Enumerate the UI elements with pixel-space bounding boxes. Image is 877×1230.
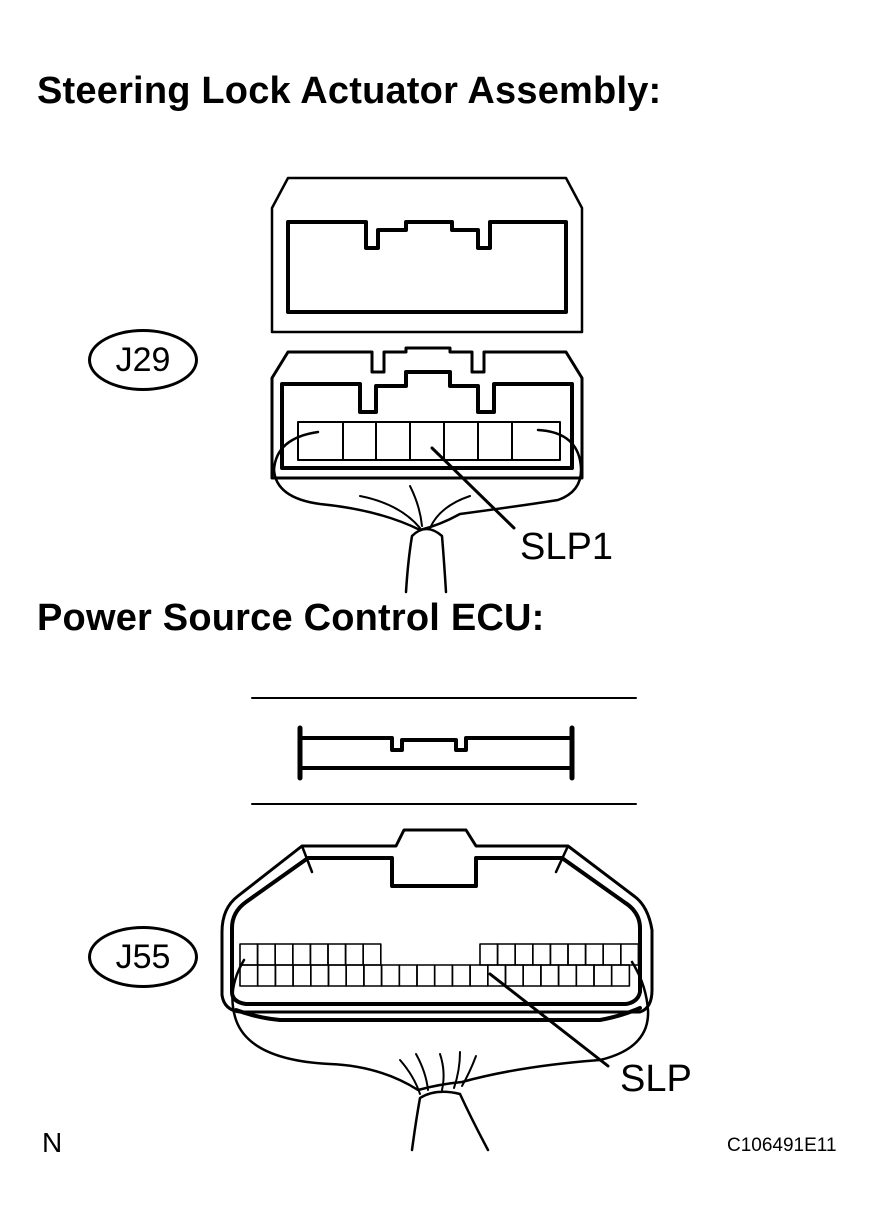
j29-mating-connector: [270, 176, 584, 334]
j55-pin-cell: [575, 964, 595, 987]
j55-pin-cell: [593, 964, 613, 987]
j55-pin-cell: [522, 964, 542, 987]
j55-pin-cell: [309, 964, 330, 987]
j55-harness: [231, 958, 650, 1152]
j55-pin-cell: [504, 964, 525, 987]
j55-pin-cell: [344, 943, 365, 966]
j55-pin-cell: [380, 964, 401, 987]
j55-pin-cell: [602, 943, 622, 966]
j55-pin-cell: [531, 943, 552, 966]
j55-pin-cell: [292, 964, 312, 987]
j55-pin-cell: [540, 964, 560, 987]
j55-pin-cell: [584, 943, 604, 966]
j55-label: J55: [115, 937, 171, 976]
slp1-terminal-label: SLP1: [520, 526, 613, 568]
j29-badge: J29: [88, 329, 198, 391]
steering-lock-title: Steering Lock Actuator Assembly:: [37, 70, 662, 112]
power-source-title: Power Source Control ECU:: [37, 597, 545, 639]
j29-harness-connector: [270, 346, 584, 594]
j55-pin-cell: [479, 943, 499, 966]
j55-pin-cell: [557, 964, 578, 987]
figure-code: C106491E11: [727, 1135, 837, 1156]
j55-pin-cell: [619, 943, 640, 966]
j29-label: J29: [115, 340, 171, 379]
j55-pin-cell: [274, 964, 294, 987]
j55-mating-connector: [251, 697, 637, 805]
j55-pin-cell: [256, 943, 277, 966]
j55-pin-cell: [496, 943, 517, 966]
j55-pin-cell: [309, 943, 329, 966]
j55-pin-cell: [416, 964, 436, 987]
j55-badge: J55: [88, 926, 198, 988]
slp-terminal-label: SLP: [620, 1058, 692, 1100]
j55-pin-cell: [363, 964, 383, 987]
j55-pin-cell: [256, 964, 277, 987]
j55-pin-cell: [291, 943, 312, 966]
j55-pin-cell: [398, 964, 418, 987]
j55-pin-cell: [514, 943, 534, 966]
j55-pin-cell: [345, 964, 365, 987]
j55-pin-cell: [274, 943, 294, 966]
j55-pin-cell: [610, 964, 631, 987]
j55-pin-cell: [567, 943, 587, 966]
j55-pin-cell: [239, 964, 259, 987]
j55-pin-cell: [469, 964, 489, 987]
j55-pin-cell: [327, 964, 348, 987]
j55-pin-cell: [433, 964, 454, 987]
footer-mark: N: [42, 1127, 63, 1158]
j55-pin-cell: [549, 943, 569, 966]
j55-pin-cell: [451, 964, 471, 987]
j55-harness-connector: [220, 828, 654, 1014]
j55-terminal-grid: [239, 943, 640, 987]
j55-pin-cell: [362, 943, 382, 966]
j55-pin-cell: [327, 943, 347, 966]
